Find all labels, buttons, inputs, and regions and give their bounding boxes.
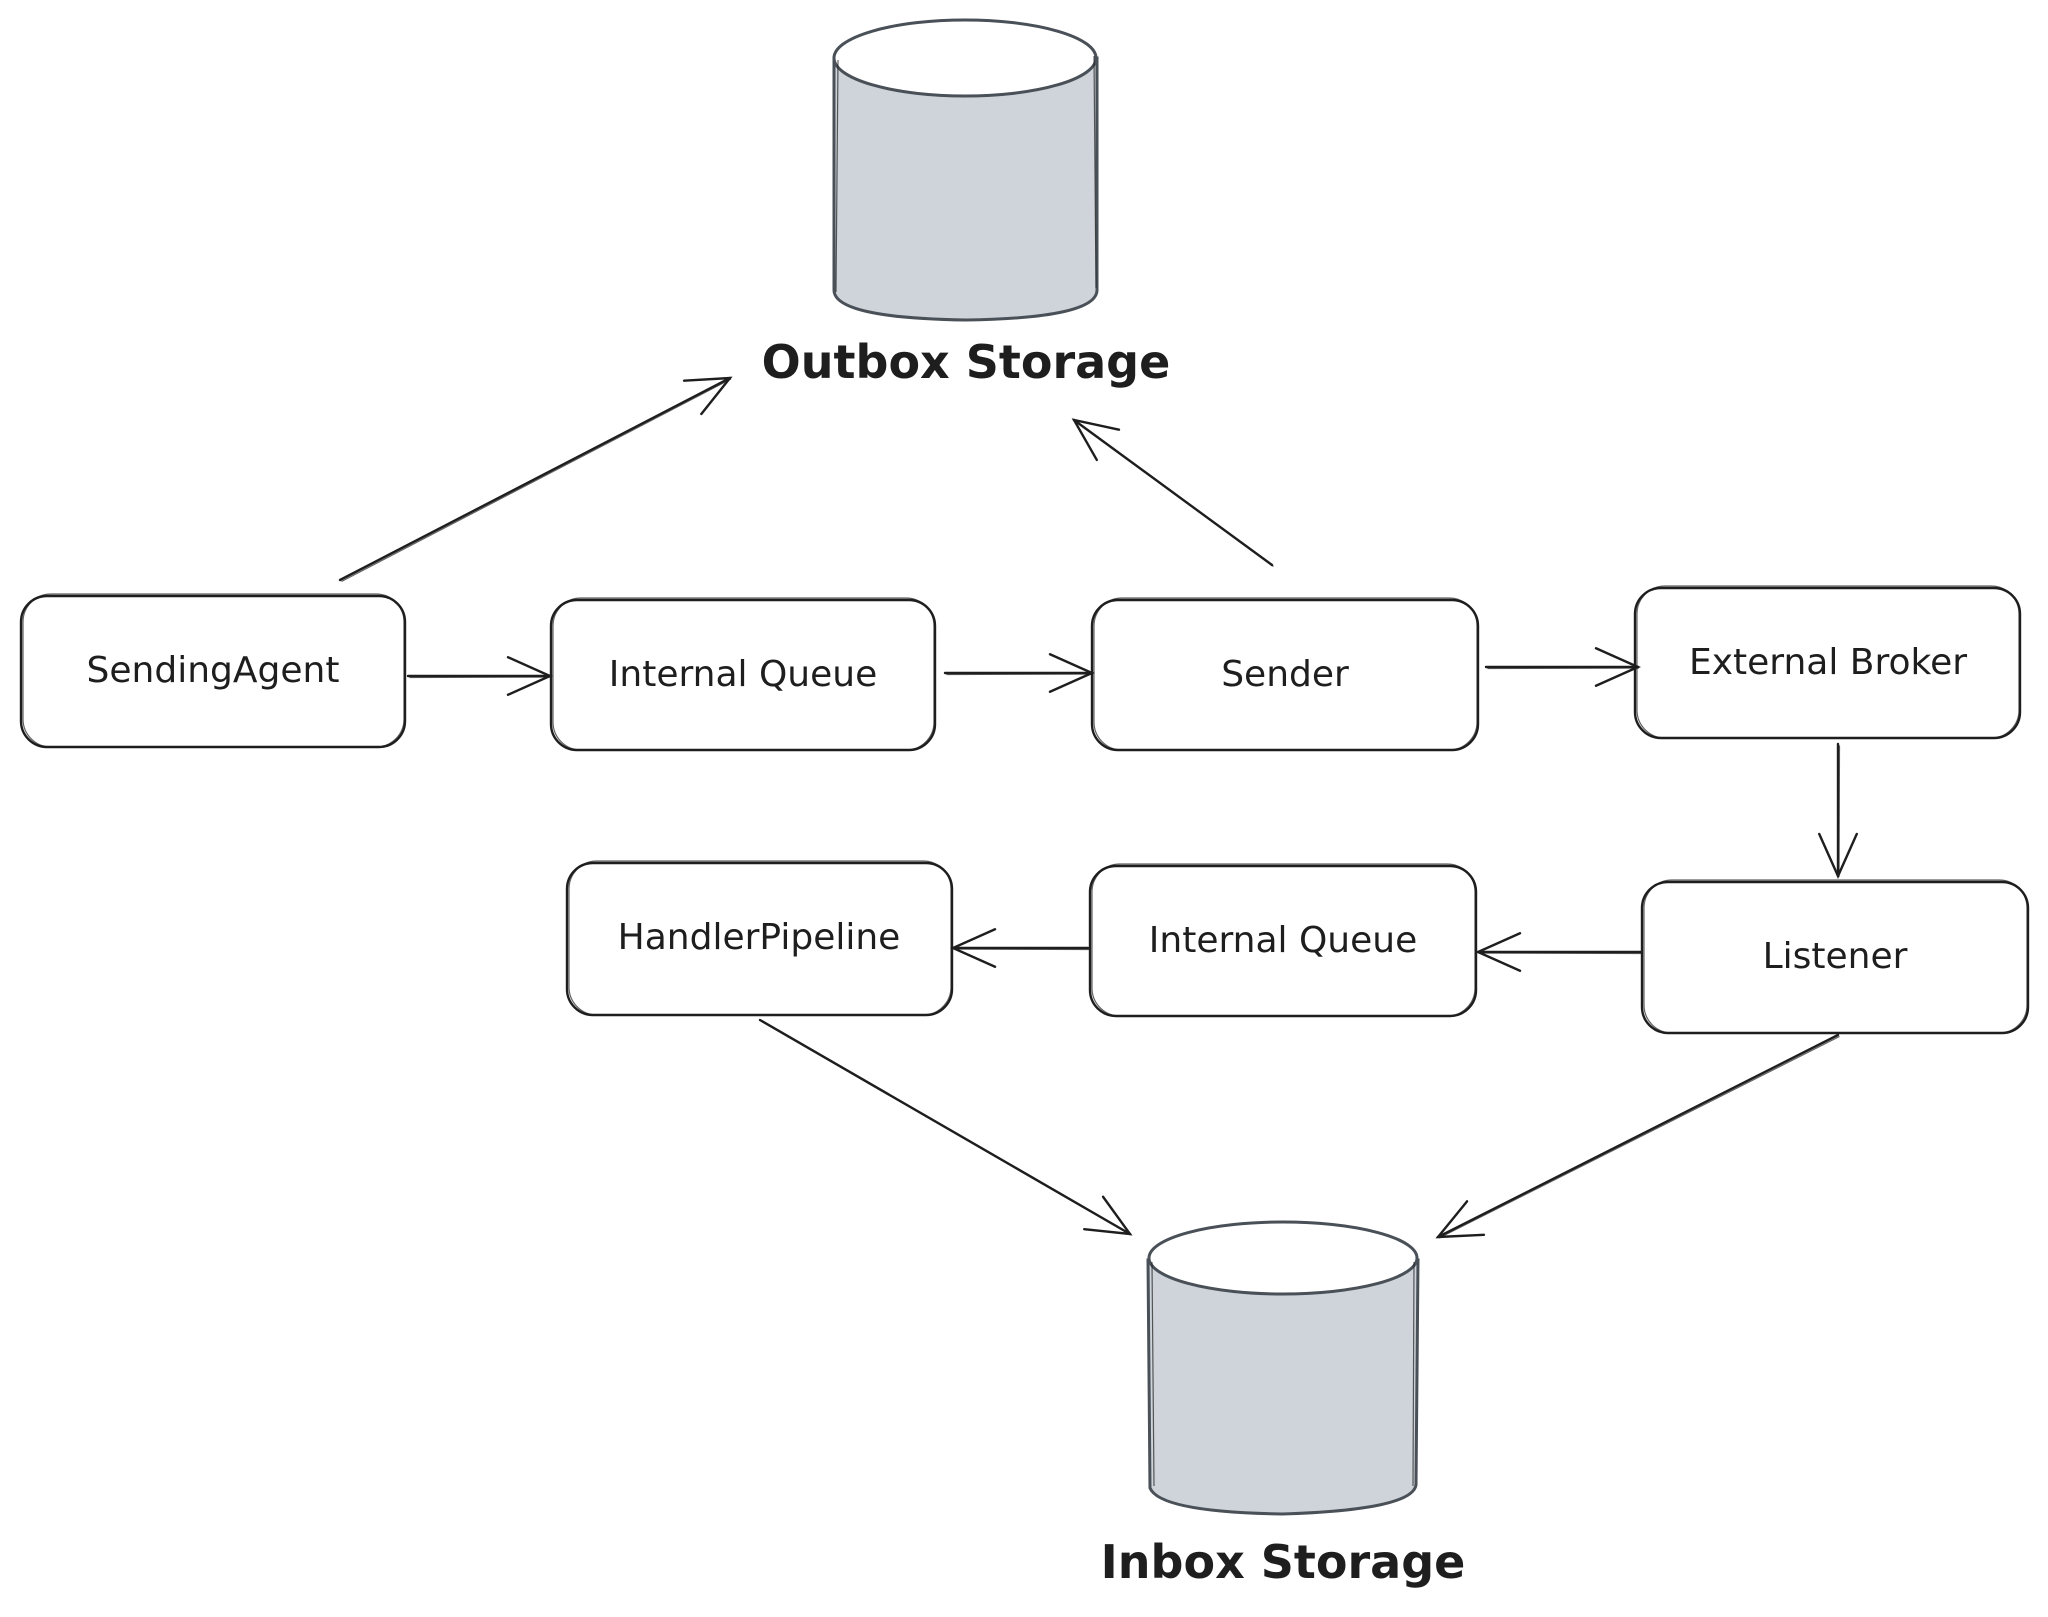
node-label: Listener bbox=[1763, 936, 1908, 977]
node-internal-queue-in[interactable]: Internal Queue bbox=[1088, 863, 1478, 1018]
node-sender[interactable]: Sender bbox=[1090, 597, 1480, 752]
sketch-stroke bbox=[1412, 1261, 1415, 1487]
outbox-storage[interactable]: Outbox Storage bbox=[762, 18, 1171, 389]
edge-arrow-2 bbox=[406, 656, 553, 696]
sketch-stroke bbox=[552, 597, 935, 751]
arrow-line bbox=[338, 376, 732, 582]
node-internal-queue-out[interactable]: Internal Queue bbox=[549, 597, 937, 752]
edge-arrow-9 bbox=[1435, 1033, 1840, 1239]
arrowhead-icon bbox=[950, 928, 997, 968]
sketch-stroke bbox=[1093, 597, 1478, 751]
node-label: Internal Queue bbox=[1149, 920, 1417, 961]
arrowhead-icon bbox=[1594, 647, 1641, 687]
edge-arrow-3 bbox=[943, 653, 1095, 693]
sketch-stroke bbox=[22, 593, 405, 748]
arrowhead-icon bbox=[1818, 832, 1858, 879]
inbox-cylinder-body bbox=[1146, 1258, 1420, 1516]
sketch-stroke bbox=[1093, 55, 1097, 289]
arrow-line-sketch bbox=[1478, 952, 1643, 955]
arrow-line bbox=[1436, 1033, 1840, 1239]
node-sending-agent[interactable]: SendingAgent bbox=[19, 593, 407, 749]
sketch-stroke bbox=[835, 59, 839, 293]
node-label: Sender bbox=[1221, 654, 1349, 695]
sketch-stroke bbox=[1151, 1261, 1155, 1487]
edge-arrow-0 bbox=[338, 376, 733, 583]
node-label: SendingAgent bbox=[87, 650, 340, 691]
outbox-storage-label: Outbox Storage bbox=[762, 335, 1171, 389]
sketch-stroke bbox=[1091, 863, 1476, 1017]
arrowhead-icon bbox=[1071, 418, 1121, 462]
node-label: External Broker bbox=[1689, 642, 1967, 683]
arrowhead-icon bbox=[682, 376, 733, 416]
arrow-line-sketch bbox=[761, 1020, 1132, 1236]
node-handler-pipeline[interactable]: HandlerPipeline bbox=[565, 860, 954, 1017]
edge-arrow-5 bbox=[1818, 742, 1858, 879]
node-label: HandlerPipeline bbox=[618, 917, 901, 958]
arrowhead-icon bbox=[1083, 1195, 1133, 1236]
arrow-line-sketch bbox=[1074, 420, 1274, 567]
sketch-stroke bbox=[1636, 585, 2020, 739]
node-external-broker[interactable]: External Broker bbox=[1633, 585, 2022, 740]
sketch-stroke bbox=[568, 860, 952, 1016]
arrowhead-icon bbox=[1435, 1200, 1486, 1239]
arrow-line-sketch bbox=[953, 948, 1090, 951]
arrow-line-sketch bbox=[341, 378, 732, 583]
edge-arrow-6 bbox=[1475, 932, 1643, 972]
inbox-cylinder-top bbox=[1147, 1220, 1419, 1296]
inbox-storage-label: Inbox Storage bbox=[1101, 1535, 1466, 1589]
node-label: Internal Queue bbox=[609, 654, 877, 695]
arrowhead-icon bbox=[1048, 653, 1095, 693]
arrow-line-sketch bbox=[1838, 745, 1841, 878]
edges bbox=[338, 376, 1858, 1239]
edge-arrow-1 bbox=[1071, 418, 1274, 567]
arrow-line-sketch bbox=[1438, 1035, 1840, 1239]
outbox-cylinder-top bbox=[832, 18, 1098, 98]
inbox-storage[interactable]: Inbox Storage bbox=[1101, 1220, 1466, 1589]
arrow-line-sketch bbox=[409, 676, 552, 679]
edge-arrow-4 bbox=[1484, 647, 1641, 687]
edge-arrow-7 bbox=[950, 928, 1090, 968]
arrow-line-sketch bbox=[1487, 667, 1640, 670]
arrow-line-sketch bbox=[946, 673, 1094, 676]
node-listener[interactable]: Listener bbox=[1640, 879, 2030, 1035]
sketch-stroke bbox=[1643, 879, 2028, 1034]
edge-arrow-8 bbox=[758, 1018, 1133, 1236]
arrowhead-icon bbox=[506, 656, 553, 696]
arrowhead-icon bbox=[1475, 932, 1522, 972]
outbox-cylinder-body bbox=[832, 56, 1099, 322]
